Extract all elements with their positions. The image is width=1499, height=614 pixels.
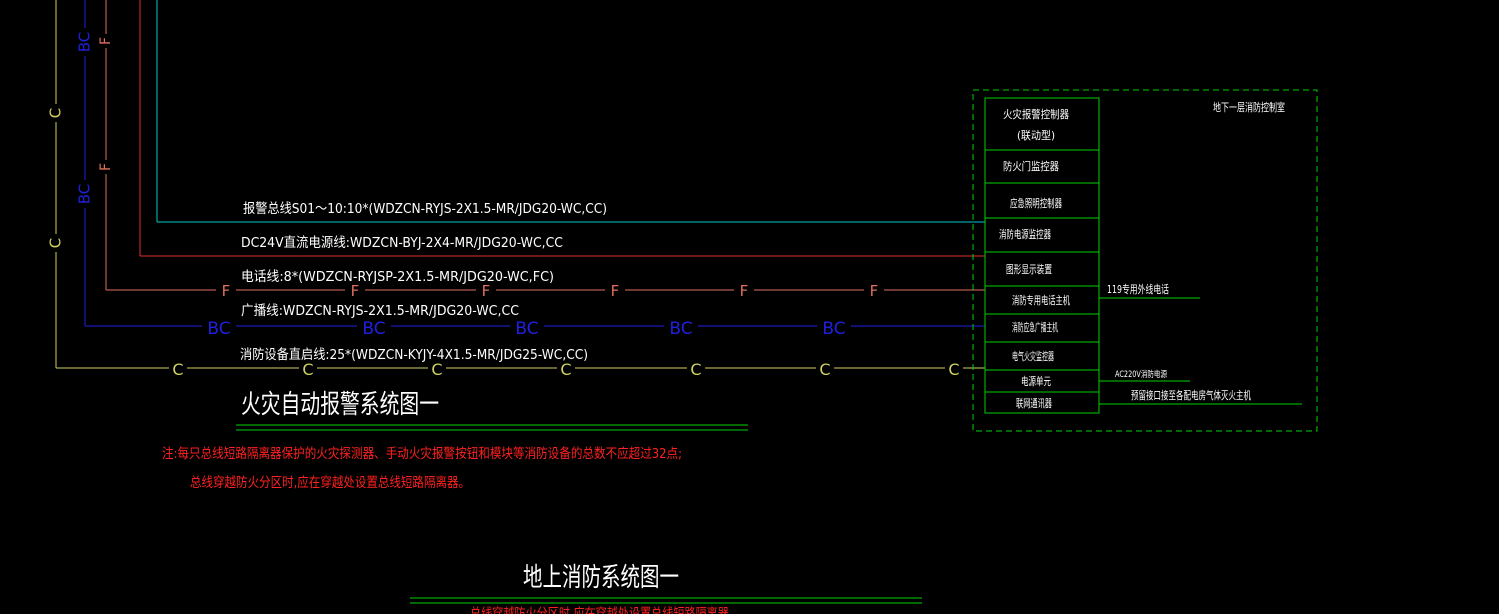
riser-marker-bc-1: BC [76,32,94,53]
c-marker: C [172,360,183,379]
label-dc24-power: DC24V直流电源线:WDZCN-BYJ-2X4-MR/JDG20-WC,CC [241,235,563,251]
label-alarm-bus: 报警总线S01～10:10*(WDZCN-RYJS-2X1.5-MR/JDG20… [243,201,607,217]
tel-marker: F [482,282,491,300]
title-system-2: 地上消防系统图一 [523,563,679,593]
tel-marker: F [870,282,879,300]
device-electrical-fire-monitor: 电气火灾监控器 [1012,349,1054,363]
riser-marker-bc-2: BC [76,184,94,205]
device-power-unit: 电源单元 [1021,374,1051,388]
bc-marker: BC [515,319,538,339]
bc-marker: BC [362,319,385,339]
c-marker: C [690,360,701,379]
c-marker: C [302,360,313,379]
label-gas-extinguish: 预留接口接至各配电房气体灭火主机 [1131,388,1251,402]
c-marker: C [431,360,442,379]
device-fire-door-monitor: 防火门监控器 [1003,159,1059,173]
device-fire-alarm-controller: 火灾报警控制器 [1003,107,1069,121]
tel-marker: F [351,282,360,300]
riser-marker-c: C C [47,104,65,252]
device-column: 火灾报警控制器 (联动型) 防火门监控器 应急照明控制器 消防电源监控器 图形显… [984,97,1100,414]
bc-marker: BC [669,319,692,339]
control-room-title: 地下一层消防控制室 [1213,100,1285,114]
title-system-1: 火灾自动报警系统图一 [241,390,439,420]
telephone-line-markers: F F F F F F [216,282,884,300]
label-ac220: AC220V消防电源 [1115,369,1167,380]
label-119-phone: 119专用外线电话 [1107,282,1169,296]
control-room-boundary [972,89,1318,432]
label-fire-control: 消防设备直启线:25*(WDZCN-KYJY-4X1.5-MR/JDG25-WC… [240,346,588,363]
device-graphic-display: 图形显示装置 [1006,263,1052,276]
riser-marker-f: F F [98,34,114,174]
bc-marker: BC [207,319,230,339]
device-fire-power-monitor: 消防电源监控器 [999,227,1051,241]
fire-control-line-markers: C C C C C C C [169,360,963,379]
tel-marker: F [740,282,749,300]
note-line-1: 注:每只总线短路隔离器保护的火灾探测器、手动火灾报警按钮和模块等消防设备的总数不… [162,445,682,462]
riser-marker-bc: BC BC [76,28,94,208]
device-emergency-broadcast-host: 消防应急广播主机 [1012,320,1058,334]
bc-marker: BC [822,319,845,339]
broadcast-line-markers: BC BC BC BC BC [202,318,851,339]
riser-marker-c-2: C [47,238,65,248]
tel-marker: F [222,282,231,300]
device-frame [984,97,1100,414]
note-line-2: 总线穿越防火分区时,应在穿越处设置总线短路隔离器。 [190,474,470,491]
c-marker: C [560,360,571,379]
device-emergency-lighting-controller: 应急照明控制器 [1010,196,1062,210]
c-marker: C [948,360,959,379]
riser-marker-f-1: F [98,37,114,45]
label-broadcast: 广播线:WDZCN-RYJS-2X1.5-MR/JDG20-WC,CC [241,303,519,319]
note-line-3-cut: 总线穿越防火分区时,应在穿越处设置总线短路隔离器。 [470,605,740,614]
riser-marker-c-1: C [47,108,65,118]
tel-marker: F [611,282,620,300]
label-telephone: 电话线:8*(WDZCN-RYJSP-2X1.5-MR/JDG20-WC,FC) [241,269,554,285]
device-network-communicator: 联网通讯器 [1016,397,1052,410]
c-marker: C [819,360,830,379]
riser-marker-f-2: F [98,163,114,171]
device-fire-telephone-host: 消防专用电话主机 [1012,293,1070,307]
device-fire-alarm-controller-sub: (联动型) [1017,128,1055,142]
